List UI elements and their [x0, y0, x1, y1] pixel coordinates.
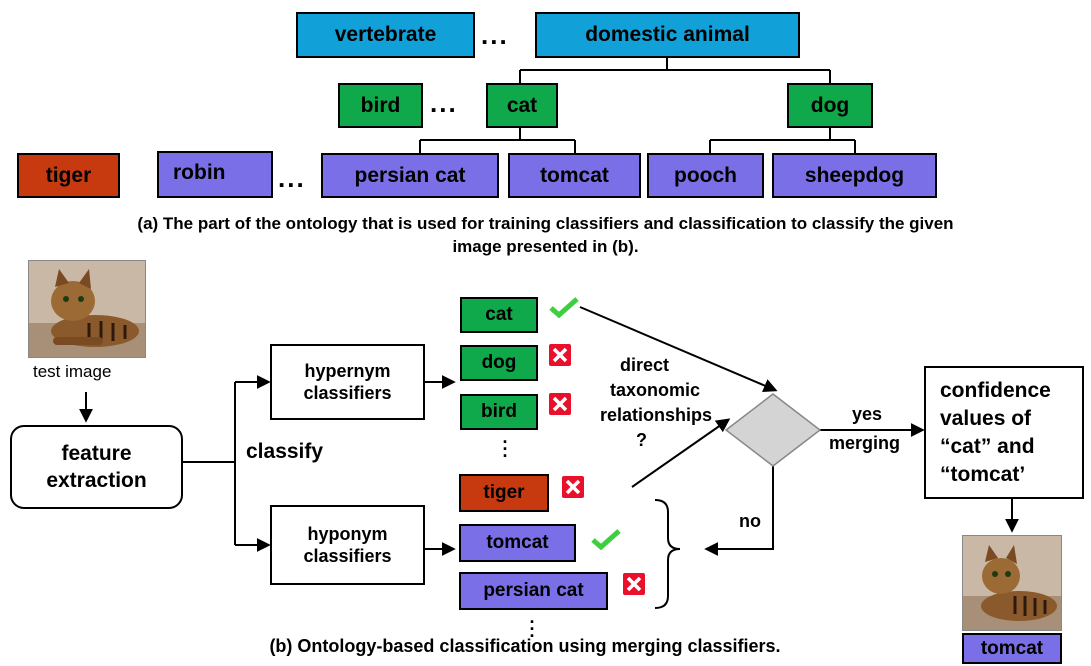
confidence-line2: values of: [940, 406, 1032, 430]
merging-label: merging: [829, 433, 901, 453]
decision-diamond: [724, 393, 822, 467]
feature-extraction-box: feature extraction: [10, 425, 183, 509]
result-cat: cat: [460, 297, 538, 333]
node-persian-cat: persian cat: [321, 153, 499, 198]
caption-b: (b) Ontology-based classification using …: [269, 636, 781, 656]
caption-a-line2: image presented in (b).: [452, 237, 639, 256]
result-persian-cat: persian cat: [459, 572, 608, 610]
check-icon: [549, 297, 579, 318]
result-more-hypo: ...: [529, 607, 535, 641]
caption-a-line1: (a) The part of the ontology that is use…: [137, 214, 954, 233]
question-line3: relationships: [600, 405, 713, 425]
result-bird: bird: [460, 394, 538, 430]
edge-tiger-to-decision: [631, 418, 731, 488]
edge-decision-no: [704, 466, 774, 556]
node-sheepdog: sheepdog: [772, 153, 937, 198]
test-image: [28, 260, 146, 358]
node-tomcat: tomcat: [508, 153, 641, 198]
ellipsis-middle: ...: [430, 88, 458, 118]
check-icon: [591, 529, 621, 550]
node-dog: dog: [787, 83, 873, 128]
cross-icon: [549, 393, 571, 415]
cross-icon: [562, 476, 584, 498]
cat-photo-icon: [29, 261, 145, 357]
node-domestic-animal: domestic animal: [535, 12, 800, 58]
no-label: no: [739, 511, 761, 531]
result-tomcat: tomcat: [459, 524, 576, 562]
tree-edge-domestic: [519, 58, 831, 83]
hypernym-line1: hypernym: [304, 361, 391, 381]
feature-extraction-line1: feature: [61, 442, 132, 465]
hyponym-line1: hyponym: [307, 524, 388, 544]
confidence-line1: confidence: [940, 378, 1051, 402]
cat-photo-icon: [963, 536, 1061, 630]
result-more-hyper: ...: [502, 427, 508, 461]
ellipsis-top: ...: [481, 20, 509, 50]
node-vertebrate: vertebrate: [296, 12, 475, 58]
result-dog: dog: [460, 345, 538, 381]
node-robin: robin: [157, 151, 273, 198]
confidence-line3: “cat” and: [940, 434, 1035, 458]
hypernym-classifiers-box: hypernym classifiers: [270, 344, 425, 420]
hypernym-line2: classifiers: [303, 383, 392, 403]
yes-label: yes: [852, 404, 883, 424]
hyponym-line2: classifiers: [303, 546, 392, 566]
feature-extraction-line2: extraction: [46, 469, 147, 492]
result-tomcat-label: tomcat: [962, 633, 1062, 664]
node-tiger: tiger: [17, 153, 120, 198]
brace: [654, 499, 681, 609]
edge-cat-to-decision: [579, 306, 778, 393]
confidence-values-box: confidence values of “cat” and “tomcat’: [924, 366, 1084, 499]
ellipsis-bottom: ...: [278, 163, 306, 193]
test-image-label: test image: [33, 362, 112, 381]
confidence-line4: “tomcat’: [940, 462, 1026, 486]
question-line1: direct: [620, 355, 670, 375]
node-pooch: pooch: [647, 153, 764, 198]
node-cat: cat: [486, 83, 558, 128]
node-bird: bird: [338, 83, 423, 128]
classify-label: classify: [246, 440, 324, 463]
result-tiger: tiger: [459, 474, 549, 512]
cross-icon: [549, 344, 571, 366]
hyponym-classifiers-box: hyponym classifiers: [270, 505, 425, 585]
question-line4: ?: [636, 430, 647, 450]
tree-edge-cat: [419, 128, 576, 153]
result-image: [962, 535, 1062, 631]
tree-edge-dog: [709, 128, 856, 153]
question-line2: taxonomic: [610, 380, 701, 400]
cross-icon: [623, 573, 645, 595]
